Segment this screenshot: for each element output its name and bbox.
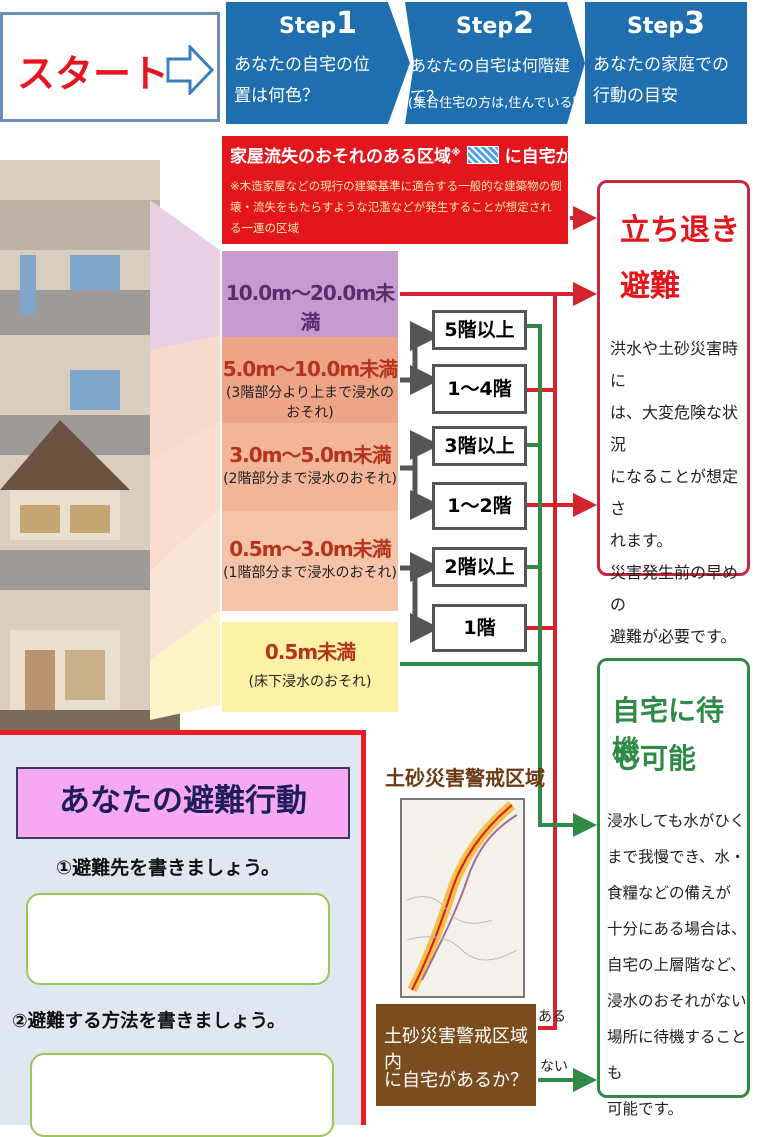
step3-text: あなたの家庭での行動の目安: [593, 55, 729, 106]
step2-box: Step2 あなたの自宅は何階建て？ (集合住宅の方は,住んでいる階数): [405, 2, 585, 124]
floor-1: 1階: [432, 604, 527, 652]
depth-band-10m: 10.0m〜20.0m未満: [222, 251, 398, 337]
evacuate-text: 洪水や土砂災害時には、大変危険な状況になることが想定さ れます。災害発生前の早め…: [610, 339, 739, 646]
flow-zone-title: 家屋流失のおそれのある区域: [230, 147, 451, 167]
landslide-question-2: に自宅があるか？: [384, 1070, 528, 1091]
evacuate-title-1: 立ち退き: [620, 213, 740, 248]
depth-band-3m: 3.0m〜5.0m未満 (2階部分まで浸水のおそれ): [222, 423, 398, 511]
arrow-right-icon: [166, 45, 214, 95]
step1-box: Step1 あなたの自宅の位置は何色？: [226, 2, 410, 124]
step3-number: 3: [684, 6, 705, 41]
start-label: スタート: [17, 52, 170, 96]
building-illustration: [0, 160, 180, 730]
floor-2plus: 2階以上: [432, 547, 527, 587]
landslide-title: 土砂災害警戒区域: [385, 766, 545, 790]
depth-band-under05m: 0.5m未満 (床下浸水のおそれ): [222, 622, 398, 712]
action-panel: あなたの避難行動 ①避難先を書きましょう。 ②避難する方法を書きましょう。: [0, 730, 366, 1137]
step1-text: あなたの自宅の位置は何色？: [234, 55, 370, 106]
stay-home-box: 自宅に待機 も可能 浸水しても水がひくまで我慢でき、水・食糧などの備えが 十分に…: [597, 658, 750, 1118]
step3-box: Step3 あなたの家庭での行動の目安: [585, 2, 747, 124]
floor-1to4: 1〜4階: [432, 364, 527, 414]
evacuate-box: 立ち退き 避難 洪水や土砂災害時には、大変危険な状況になることが想定さ れます。…: [597, 180, 750, 646]
flow-zone-note: ※木造家屋などの現行の建築基準に適合する一般的な建築物の倒壊・流失をもたらすよう…: [230, 179, 562, 235]
landslide-yes-label: ある: [538, 1009, 566, 1025]
step2-subtext: (集合住宅の方は,住んでいる階数): [408, 96, 604, 111]
floor-5plus: 5階以上: [432, 310, 527, 350]
q1-label: ①避難先を書きましょう。: [56, 857, 280, 879]
method-input[interactable]: [30, 1053, 334, 1137]
q2-label: ②避難する方法を書きましょう。: [12, 1011, 286, 1032]
stay-text: 浸水しても水がひくまで我慢でき、水・食糧などの備えが 十分にある場合は、自宅の上…: [607, 812, 747, 1118]
hatch-icon: [466, 146, 499, 164]
step2-number: 2: [513, 6, 534, 41]
flow-zone-title-b: に自宅がある: [504, 147, 607, 167]
depth-band-5m: 5.0m〜10.0m未満 (3階部分より上まで浸水のおそれ): [222, 337, 398, 423]
floor-1to2: 1〜2階: [432, 482, 527, 530]
action-panel-title: あなたの避難行動: [16, 767, 350, 839]
step2-text: あなたの自宅は何階建て？: [410, 56, 571, 106]
step1-number: 1: [336, 6, 357, 41]
start-box: スタート: [0, 12, 220, 122]
destination-input[interactable]: [26, 893, 330, 985]
landslide-no-label: ない: [540, 1059, 568, 1075]
stay-title-2: も可能: [612, 742, 697, 775]
depth-projection: [150, 200, 220, 720]
stay-title-1: 自宅に待機: [612, 694, 725, 767]
landslide-map: [400, 798, 525, 998]
landslide-question-box: 土砂災害警戒区域内 に自宅があるか？: [376, 1004, 536, 1106]
depth-band-05m: 0.5m〜3.0m未満 (1階部分まで浸水のおそれ): [222, 511, 398, 611]
evacuate-title-2: 避難: [620, 269, 680, 304]
landslide-question-1: 土砂災害警戒区域内: [384, 1026, 528, 1073]
flow-zone-box: 家屋流失のおそれのある区域※ に自宅がある ※木造家屋などの現行の建築基準に適合…: [222, 136, 607, 244]
floor-3plus: 3階以上: [432, 426, 527, 466]
